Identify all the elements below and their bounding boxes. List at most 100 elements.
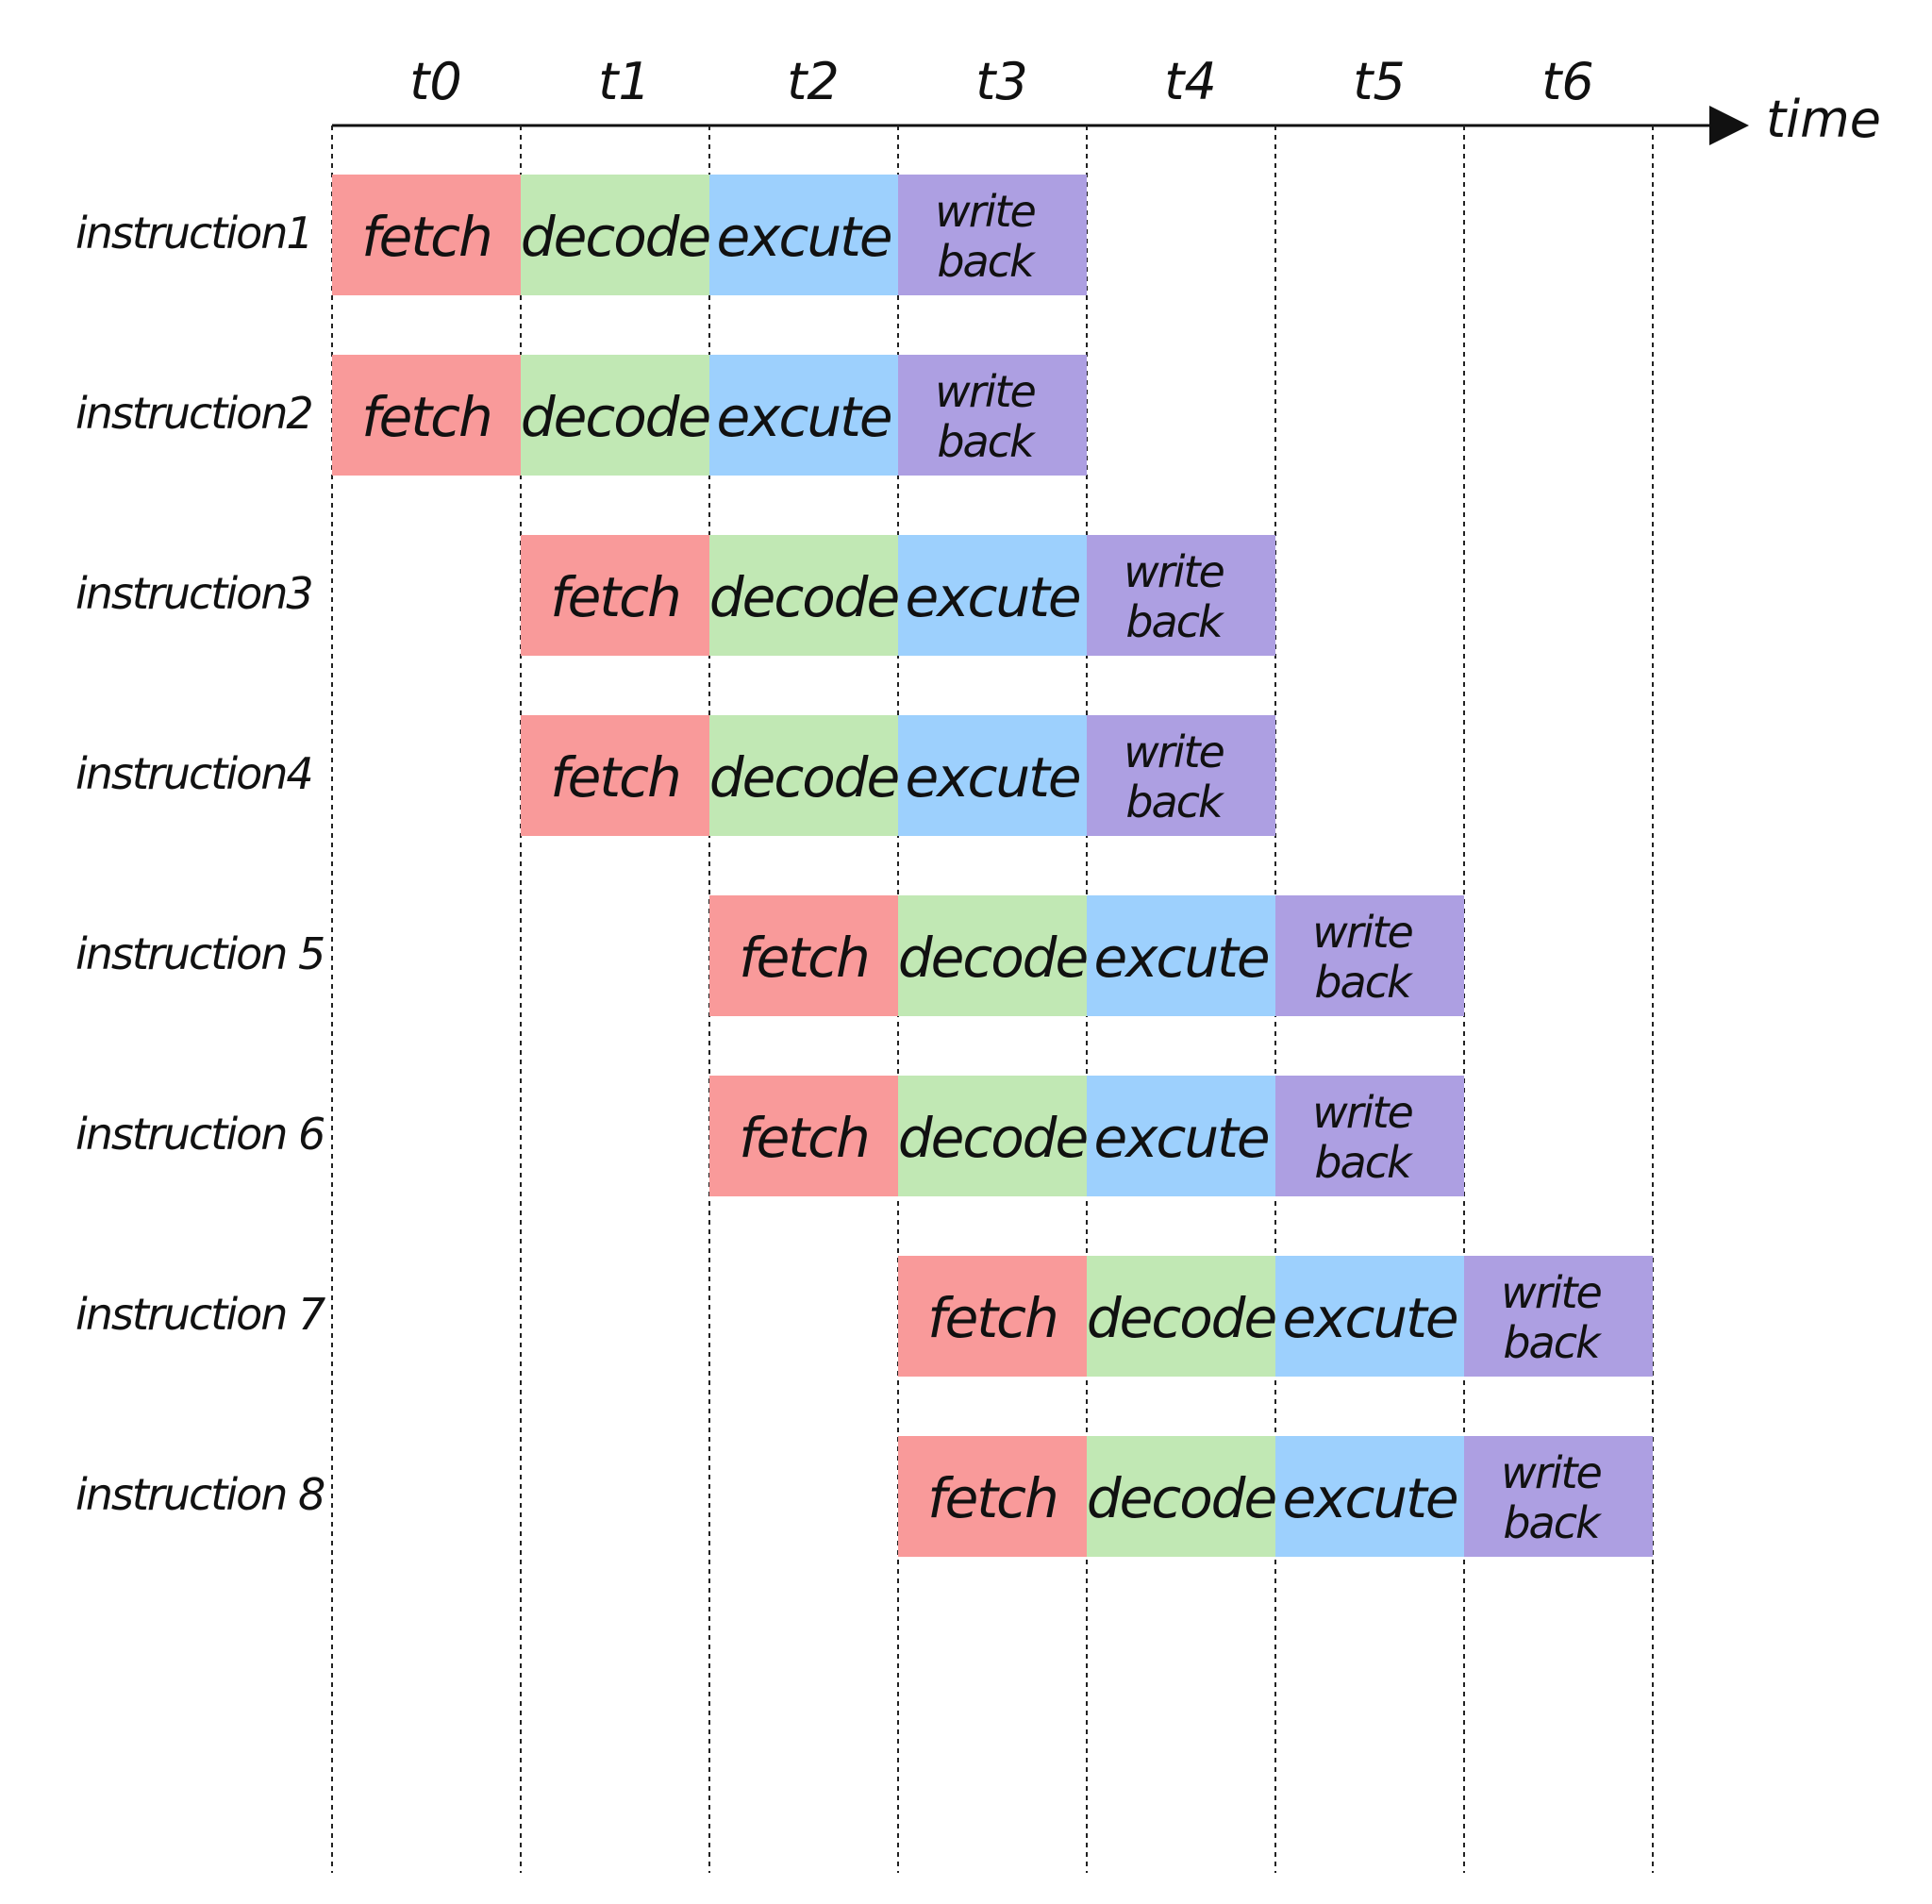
- instruction-labels: instruction1 instruction2 instruction3 inst…: [75, 208, 327, 1520]
- stage-decode-block: decode: [1087, 1436, 1278, 1557]
- stage-execute-block: excute: [1087, 1076, 1275, 1196]
- stage-fetch-label: fetch: [361, 385, 491, 449]
- stage-decode-rect: [521, 175, 709, 295]
- stage-writeback-label-line2: back: [1503, 1317, 1603, 1368]
- tick-label-t4: t4: [1164, 52, 1217, 111]
- tick-label-t6: t6: [1541, 52, 1594, 111]
- stage-fetch-block: fetch: [332, 175, 521, 295]
- stage-execute-label: excute: [1282, 1466, 1457, 1530]
- stage-decode-block: decode: [521, 355, 712, 476]
- stage-fetch-rect: [332, 175, 521, 295]
- stage-writeback-label-line2: back: [1314, 1137, 1414, 1188]
- stage-fetch-block: fetch: [898, 1436, 1087, 1557]
- stage-decode-label: decode: [709, 745, 899, 810]
- stage-execute-block: excute: [1275, 1256, 1464, 1377]
- stage-writeback-label-line2: back: [1125, 777, 1225, 827]
- time-tick-labels: t0 t1 t2 t3 t4 t5 t6: [409, 52, 1594, 111]
- stage-writeback-label-line1: write: [935, 366, 1035, 417]
- stage-fetch-label: fetch: [927, 1466, 1058, 1530]
- stage-execute-label: excute: [1093, 926, 1268, 990]
- instruction-label: instruction 8: [75, 1469, 325, 1520]
- stage-fetch-rect: [521, 715, 709, 836]
- stage-execute-label: excute: [1282, 1286, 1457, 1350]
- stage-writeback-label-line2: back: [1125, 596, 1225, 647]
- stage-writeback-label-line1: write: [1312, 907, 1412, 958]
- tick-label-t1: t1: [598, 52, 651, 111]
- tick-label-t0: t0: [409, 52, 462, 111]
- stage-writeback-label-line2: back: [937, 416, 1037, 467]
- tick-label-t3: t3: [975, 52, 1028, 111]
- stage-execute-block: excute: [898, 535, 1087, 656]
- stage-decode-rect: [709, 715, 898, 836]
- stage-writeback-label-line2: back: [1503, 1497, 1603, 1548]
- stage-execute-rect: [1087, 1076, 1275, 1196]
- time-axis-label: time: [1766, 90, 1881, 149]
- stage-writeback-label-line1: write: [1124, 727, 1224, 777]
- stage-fetch-label: fetch: [550, 565, 680, 629]
- stage-decode-rect: [1087, 1436, 1275, 1557]
- stage-writeback-label-line1: write: [1501, 1267, 1601, 1318]
- stage-writeback-rect: [1087, 715, 1275, 836]
- stage-fetch-rect: [709, 1076, 898, 1196]
- instruction-label: instruction3: [75, 568, 312, 619]
- stage-writeback-rect: [898, 175, 1087, 295]
- stage-decode-block: decode: [709, 715, 901, 836]
- stage-execute-block: excute: [898, 715, 1087, 836]
- stage-fetch-block: fetch: [898, 1256, 1087, 1377]
- stage-fetch-rect: [898, 1436, 1087, 1557]
- stage-execute-block: excute: [709, 355, 898, 476]
- stage-fetch-label: fetch: [550, 745, 680, 810]
- stage-decode-label: decode: [521, 385, 710, 449]
- stage-execute-label: excute: [905, 565, 1079, 629]
- instruction-label: instruction2: [75, 388, 312, 439]
- stage-decode-label: decode: [521, 205, 710, 269]
- time-gridlines: [331, 125, 1654, 1873]
- stage-decode-block: decode: [898, 895, 1090, 1016]
- stage-execute-label: excute: [905, 745, 1079, 810]
- instruction-label: instruction1: [75, 208, 312, 259]
- stage-execute-rect: [1087, 895, 1275, 1016]
- instruction-label: instruction 6: [75, 1109, 325, 1160]
- stage-decode-label: decode: [1087, 1466, 1276, 1530]
- stage-fetch-rect: [709, 895, 898, 1016]
- stage-execute-rect: [1275, 1436, 1464, 1557]
- stage-writeback-rect: [1087, 535, 1275, 656]
- stage-writeback-rect: [1275, 895, 1464, 1016]
- instruction-label: instruction4: [75, 748, 312, 799]
- stage-decode-block: decode: [898, 1076, 1090, 1196]
- stage-fetch-block: fetch: [709, 1076, 898, 1196]
- stage-execute-block: excute: [1275, 1436, 1464, 1557]
- tick-label-t5: t5: [1353, 52, 1406, 111]
- tick-label-t2: t2: [787, 52, 840, 111]
- stage-writeback-label-line1: write: [1124, 546, 1224, 597]
- stage-decode-label: decode: [898, 1106, 1088, 1170]
- stage-execute-rect: [898, 715, 1087, 836]
- stage-execute-label: excute: [1093, 1106, 1268, 1170]
- stage-fetch-label: fetch: [361, 205, 491, 269]
- stage-writeback-rect: [1464, 1436, 1653, 1557]
- stage-writeback-label-line2: back: [1314, 957, 1414, 1008]
- instruction-label: instruction 5: [75, 928, 324, 979]
- stage-fetch-rect: [332, 355, 521, 476]
- instruction-label: instruction 7: [75, 1289, 325, 1340]
- stage-decode-label: decode: [709, 565, 899, 629]
- stage-decode-rect: [1087, 1256, 1275, 1377]
- stage-writeback-rect: [1464, 1256, 1653, 1377]
- stage-fetch-block: fetch: [709, 895, 898, 1016]
- stage-execute-label: excute: [716, 385, 891, 449]
- stage-decode-block: decode: [521, 175, 712, 295]
- stage-fetch-block: fetch: [521, 715, 709, 836]
- stage-writeback-rect: [898, 355, 1087, 476]
- stage-fetch-label: fetch: [739, 926, 869, 990]
- stage-execute-rect: [709, 175, 898, 295]
